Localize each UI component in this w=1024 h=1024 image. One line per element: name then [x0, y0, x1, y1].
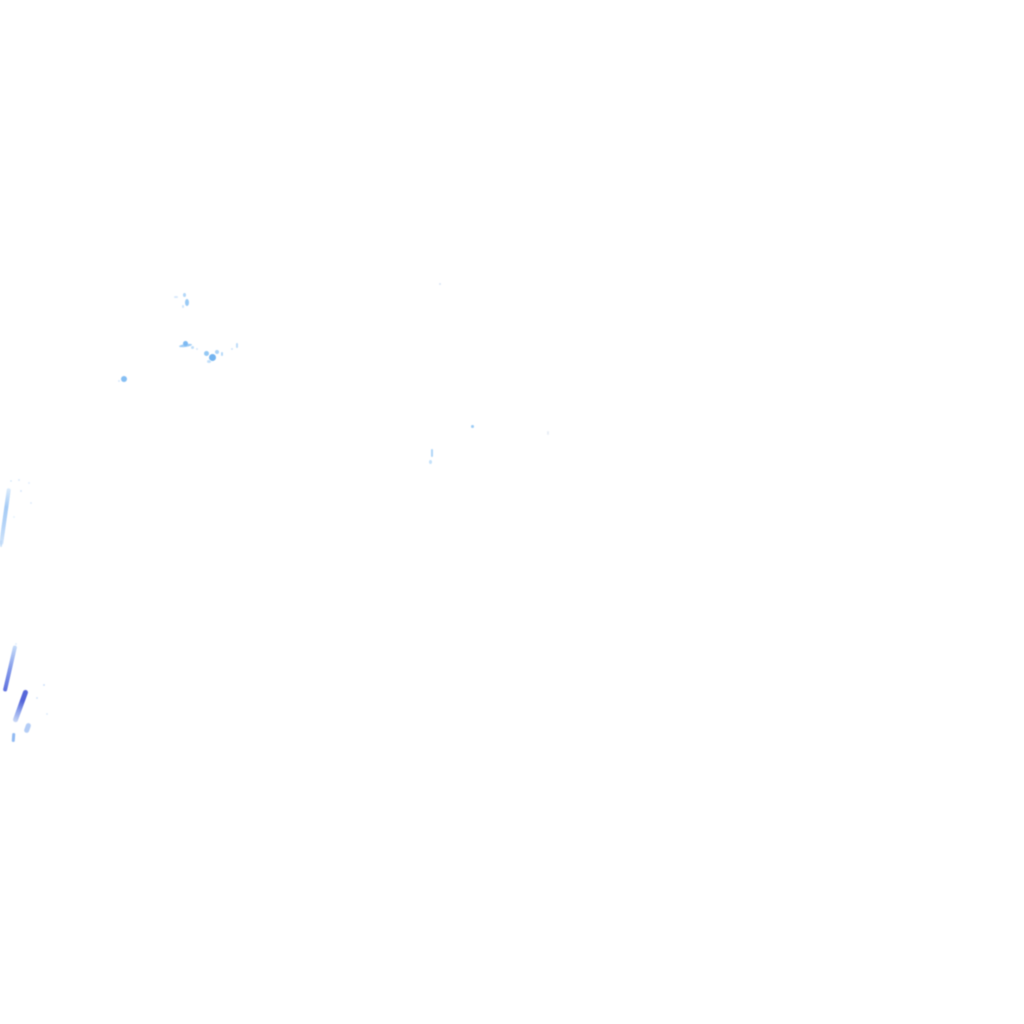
ink-speckle [471, 425, 474, 428]
ink-dash [236, 343, 238, 348]
pen-streak-lower-2 [12, 689, 28, 723]
ink-speckle [221, 352, 223, 356]
ink-speckle [15, 643, 17, 645]
ink-dash [0, 540, 2, 547]
ink-speckle [196, 348, 198, 350]
ink-speckle [18, 479, 20, 481]
ink-speckle [20, 490, 22, 492]
pen-streak-tail [23, 722, 32, 734]
ink-speckle [46, 713, 48, 715]
ink-blot [183, 341, 188, 346]
ink-speckle [439, 283, 441, 285]
ink-speckle [231, 348, 233, 350]
ink-speckle [182, 305, 184, 308]
ink-speckle [30, 502, 32, 504]
ink-speckle [10, 480, 12, 482]
ink-speckle [207, 360, 211, 363]
ink-speckle [13, 516, 15, 518]
ink-dash [11, 732, 16, 743]
ink-speckle [429, 460, 432, 464]
ink-dash [178, 343, 193, 348]
pen-streak-upper [0, 488, 11, 545]
ink-blot [209, 354, 216, 361]
ink-speckle [547, 431, 549, 435]
pen-streak-lower-1 [2, 645, 17, 692]
ink-speckle [43, 684, 45, 686]
ink-blot [215, 350, 219, 354]
ink-speckle [118, 380, 120, 382]
ink-speckle [28, 482, 30, 484]
ink-blot [121, 376, 127, 382]
ink-speckle [174, 296, 178, 298]
ink-speckle [191, 346, 194, 349]
ink-speckle [183, 293, 186, 297]
ink-speckle [185, 299, 189, 306]
ink-speckle [36, 697, 38, 699]
ink-blot [204, 351, 209, 356]
ink-dash [431, 449, 433, 457]
